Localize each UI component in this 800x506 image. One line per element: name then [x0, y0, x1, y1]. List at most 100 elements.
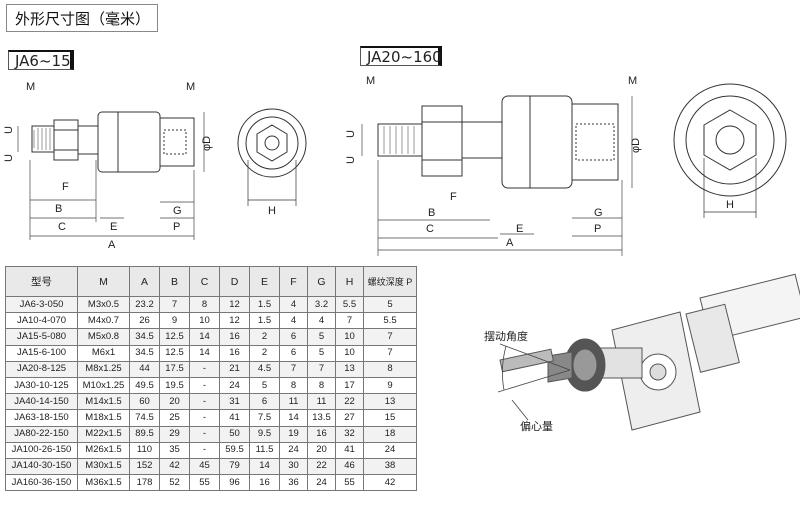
table-cell: M6x1 — [77, 344, 130, 362]
table-cell: 16 — [219, 328, 250, 346]
right-label-e: E — [516, 223, 523, 235]
table-cell: 17 — [335, 376, 364, 395]
table-cell: 31 — [219, 393, 250, 411]
table-cell: 20 — [159, 393, 190, 411]
table-cell: 16 — [219, 344, 250, 362]
table-cell: 22 — [307, 457, 336, 476]
table-cell: 5 — [307, 344, 336, 362]
table-cell: 38 — [363, 457, 417, 476]
right-label-b: B — [428, 207, 435, 219]
left-label-p: P — [173, 221, 180, 233]
table-cell: 5 — [249, 376, 280, 395]
table-cell: 6 — [249, 393, 280, 411]
model-cell: JA15-5-080 — [5, 328, 78, 346]
table-cell: 3.2 — [307, 295, 336, 314]
header-cell: M — [77, 266, 130, 297]
left-label-phid: φD — [201, 136, 213, 151]
table-cell: 5 — [363, 295, 417, 314]
table-cell: 25 — [159, 409, 190, 427]
header-cell: 型号 — [5, 266, 78, 297]
table-cell: 60 — [129, 393, 160, 411]
model-cell: JA160-36-150 — [5, 474, 78, 492]
table-cell: 8 — [307, 376, 336, 395]
drawing-left-tag-text: JA6~15 — [15, 51, 71, 70]
page-title: 外形尺寸图（毫米） — [6, 4, 158, 32]
table-header-row: 型号 M A B C D E F G H 螺纹深度 P — [5, 266, 417, 297]
table-cell: 5 — [307, 328, 336, 346]
left-label-u2: U — [3, 154, 15, 162]
table-cell: 14 — [249, 457, 280, 476]
table-cell: 12.5 — [159, 344, 190, 362]
table-cell: 35 — [159, 441, 190, 459]
header-cell: F — [279, 266, 308, 297]
right-label-u2: U — [345, 156, 357, 164]
table-cell: 30 — [279, 457, 308, 476]
table-cell: 12 — [219, 295, 250, 314]
table-cell: 10 — [335, 328, 364, 346]
table-cell: 9 — [159, 312, 190, 330]
table-cell: 5.5 — [363, 312, 417, 330]
table-cell: M22x1.5 — [77, 425, 130, 443]
table-cell: M4x0.7 — [77, 312, 130, 330]
table-cell: 14 — [189, 344, 220, 362]
right-label-c: C — [426, 223, 434, 235]
table-cell: - — [189, 441, 220, 459]
table-cell: 55 — [189, 474, 220, 492]
table-cell: 2 — [249, 344, 280, 362]
table-cell: 18 — [363, 425, 417, 443]
table-cell: M5x0.8 — [77, 328, 130, 346]
model-cell: JA80-22-150 — [5, 425, 78, 443]
header-cell: B — [159, 266, 190, 297]
model-cell: JA20-8-125 — [5, 360, 78, 378]
left-label-f: F — [62, 181, 69, 193]
table-cell: 52 — [159, 474, 190, 492]
model-cell: JA40-14-150 — [5, 393, 78, 411]
table-cell: 42 — [363, 474, 417, 492]
header-cell: G — [307, 266, 336, 297]
table-cell: 7 — [159, 295, 190, 314]
table-cell: M14x1.5 — [77, 393, 130, 411]
table-cell: 32 — [335, 425, 364, 443]
table-cell: 11.5 — [249, 441, 280, 459]
drawing-right-tag-text: JA20~160 — [367, 47, 442, 66]
table-cell: M10x1.25 — [77, 376, 130, 395]
table-cell: 10 — [335, 344, 364, 362]
table-cell: 55 — [335, 474, 364, 492]
right-label-a: A — [506, 237, 514, 249]
table-cell: 24 — [219, 376, 250, 395]
right-label-m1: M — [366, 75, 375, 87]
model-cell: JA6-3-050 — [5, 295, 78, 314]
table-cell: 12.5 — [159, 328, 190, 346]
table-cell: 11 — [307, 393, 336, 411]
table-cell: 79 — [219, 457, 250, 476]
table-cell: 41 — [335, 441, 364, 459]
table-cell: 23.2 — [129, 295, 160, 314]
table-cell: - — [189, 360, 220, 378]
table-cell: 26 — [129, 312, 160, 330]
table-cell: 5.5 — [335, 295, 364, 314]
table-cell: 1.5 — [249, 312, 280, 330]
model-cell: JA63-18-150 — [5, 409, 78, 427]
right-label-f: F — [450, 191, 457, 203]
model-cell: JA100-26-150 — [5, 441, 78, 459]
table-cell: 13 — [363, 393, 417, 411]
table-cell: M3x0.5 — [77, 295, 130, 314]
table-cell: 2 — [249, 328, 280, 346]
table-cell: - — [189, 393, 220, 411]
table-cell: 46 — [335, 457, 364, 476]
table-cell: 36 — [279, 474, 308, 492]
table-cell: 50 — [219, 425, 250, 443]
table-cell: M18x1.5 — [77, 409, 130, 427]
swing-angle-label: 摆动角度 — [484, 329, 528, 343]
left-label-e: E — [110, 221, 117, 233]
table-cell: 7.5 — [249, 409, 280, 427]
table-cell: 89.5 — [129, 425, 160, 443]
model-cell: JA10-4-070 — [5, 312, 78, 330]
table-cell: 13 — [335, 360, 364, 378]
